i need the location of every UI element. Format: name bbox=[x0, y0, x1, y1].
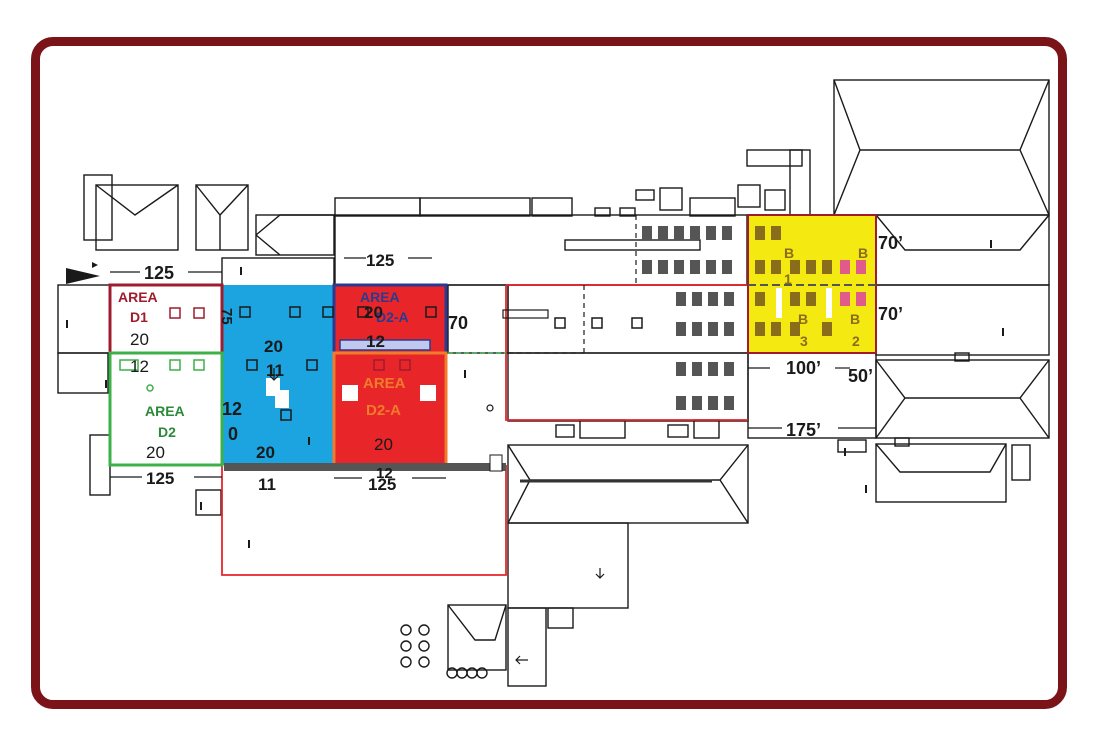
building-left-top bbox=[95, 184, 179, 251]
dim-100: 100’ bbox=[786, 358, 821, 378]
area-d2a-width: 20 bbox=[374, 435, 393, 454]
area-d2a-bottom: 125 bbox=[368, 475, 396, 494]
tank-cluster bbox=[400, 624, 488, 679]
area-blue-bottom2: 11 bbox=[258, 475, 276, 494]
area-top-title: AREA bbox=[360, 289, 400, 305]
area-top-code: D2-A bbox=[376, 309, 409, 325]
area-d2-title: AREA bbox=[145, 403, 185, 419]
area-b-label-3: B bbox=[850, 311, 860, 327]
area-top-width: 20 bbox=[364, 303, 383, 322]
area-b-num-3: 2 bbox=[852, 333, 860, 349]
area-d1-width: 20 bbox=[130, 330, 149, 349]
dim-left-125: 125 bbox=[144, 263, 174, 283]
area-top-dim: 125 bbox=[366, 251, 394, 270]
building-lower-center bbox=[507, 444, 749, 524]
flag-markers bbox=[66, 240, 1004, 548]
area-d2-bottom: 125 bbox=[146, 469, 174, 488]
area-d2[interactable] bbox=[108, 351, 224, 467]
dim-mid-70: 70 bbox=[448, 313, 468, 333]
equipment-blocks bbox=[642, 226, 734, 410]
area-blue-bottom: 20 bbox=[256, 443, 275, 462]
area-d1-depth: 12 bbox=[130, 357, 149, 376]
building-right-3 bbox=[875, 359, 1050, 439]
area-blue-top: 20 bbox=[264, 337, 283, 356]
building-upper-right bbox=[833, 79, 1050, 216]
column-markers bbox=[239, 306, 643, 421]
area-blue-zero: 0 bbox=[228, 424, 238, 444]
area-d1-title: AREA bbox=[118, 289, 158, 305]
area-top-depth: 12 bbox=[366, 332, 385, 351]
area-b-num-1: 1 bbox=[784, 271, 792, 287]
area-blue-side: 75 bbox=[218, 308, 235, 325]
building-right-4 bbox=[875, 443, 1007, 503]
area-d2a[interactable] bbox=[332, 351, 448, 467]
area-b-num-2: 3 bbox=[800, 333, 808, 349]
area-d2a-code: D2-A bbox=[366, 402, 401, 419]
area-b-label-1: B bbox=[784, 245, 794, 261]
area-d2-width: 20 bbox=[146, 443, 165, 462]
area-b-label-4: B bbox=[858, 245, 868, 261]
area-d2a-depth: 12 bbox=[376, 465, 393, 482]
dim-50: 50’ bbox=[848, 366, 873, 386]
area-blue-mid: 11 bbox=[266, 361, 284, 380]
area-d2a-title: AREA bbox=[363, 375, 406, 392]
site-boundary bbox=[221, 284, 748, 576]
area-blue-left: 12 bbox=[222, 399, 242, 419]
area-d1[interactable] bbox=[108, 283, 224, 355]
dim-175: 175’ bbox=[786, 420, 821, 440]
north-arrow-icon bbox=[66, 268, 100, 284]
dim-right-70a: 70’ bbox=[878, 233, 903, 253]
area-b-label-2: B bbox=[798, 311, 808, 327]
dim-right-70b: 70’ bbox=[878, 304, 903, 324]
area-d2-code: D2 bbox=[158, 424, 176, 440]
area-d1-code: D1 bbox=[130, 309, 148, 325]
